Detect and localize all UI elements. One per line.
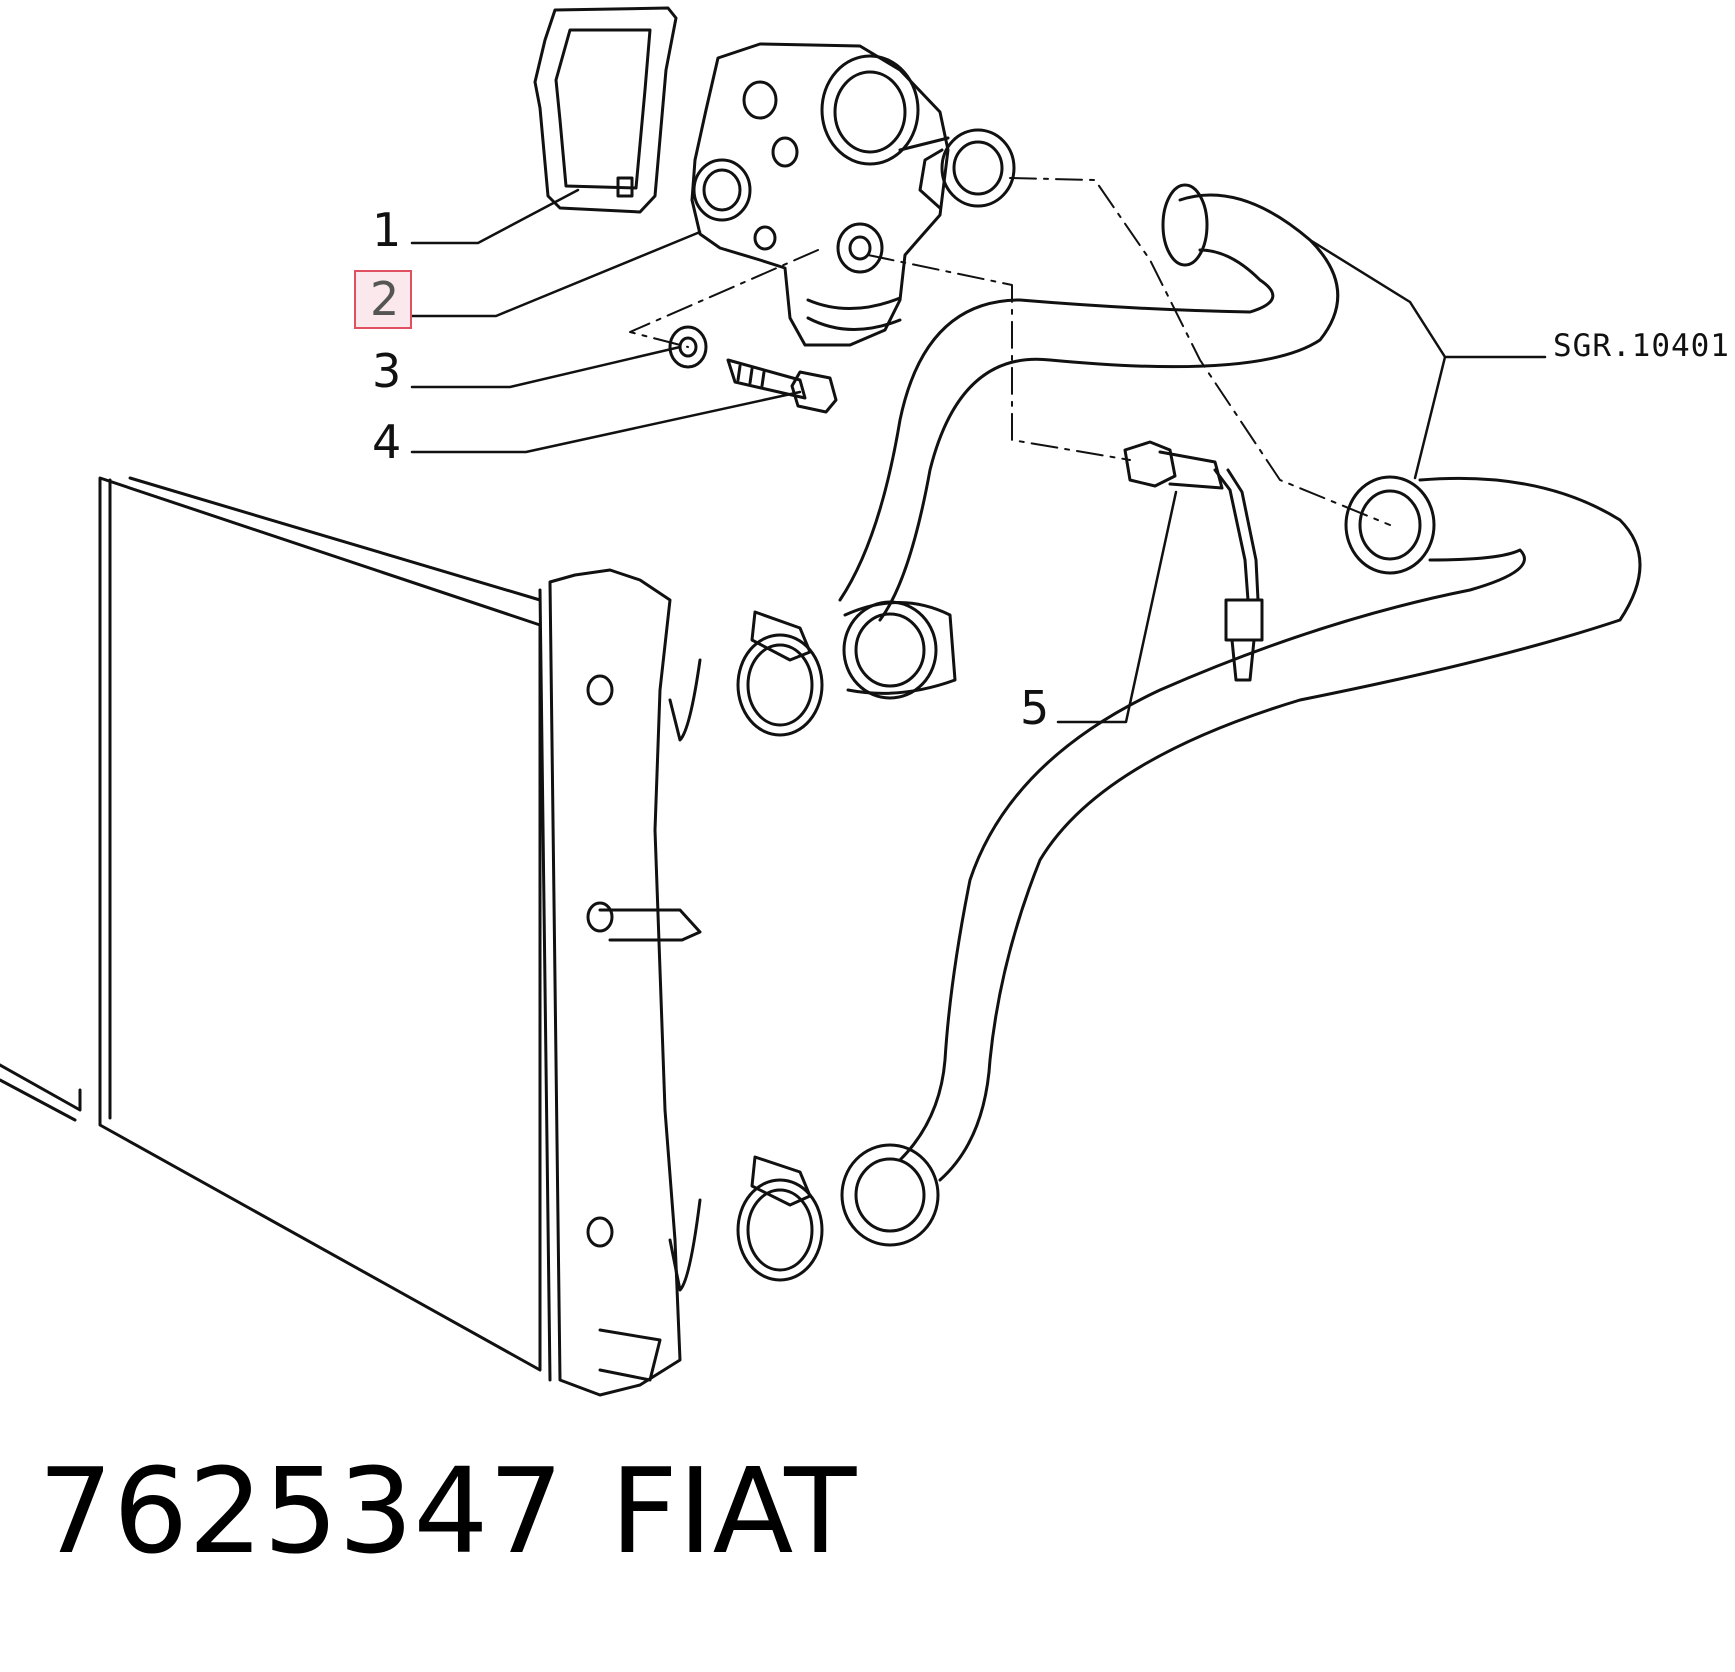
centerlines bbox=[629, 177, 1391, 526]
upper-hose-drawing bbox=[838, 183, 1340, 700]
callout-1[interactable]: 1 bbox=[372, 203, 402, 257]
callout-2-highlight bbox=[354, 270, 412, 329]
gasket-drawing bbox=[533, 6, 678, 214]
callout-leaders bbox=[410, 188, 1547, 724]
lower-hose-drawing bbox=[840, 475, 1642, 1247]
hose-clamp-lower bbox=[736, 1155, 824, 1282]
thermostat-housing-drawing bbox=[690, 42, 1016, 347]
brand-label: FIAT bbox=[610, 1442, 857, 1580]
radiator-drawing bbox=[0, 476, 702, 1397]
bolt-drawing bbox=[726, 358, 838, 414]
callout-5[interactable]: 5 bbox=[1020, 681, 1050, 735]
temperature-sensor-drawing bbox=[1123, 440, 1264, 682]
callout-3[interactable]: 3 bbox=[372, 344, 402, 398]
reference-label: SGR.10401 bbox=[1553, 328, 1730, 364]
callout-2[interactable]: 2 bbox=[370, 272, 400, 326]
hose-clamp-upper bbox=[736, 610, 824, 737]
callout-4[interactable]: 4 bbox=[372, 415, 402, 469]
part-number: 7625347 bbox=[38, 1442, 564, 1580]
